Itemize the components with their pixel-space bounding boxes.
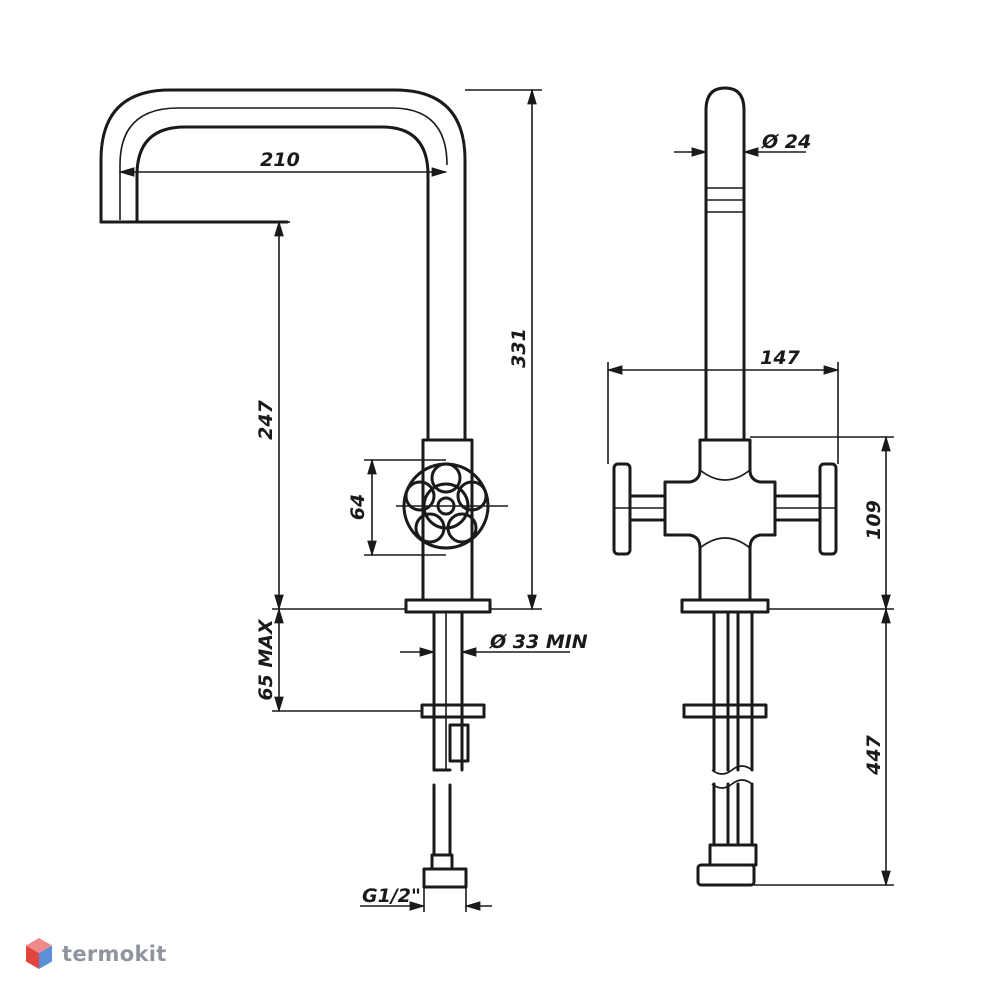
front-view: Ø 24 147 109 447 bbox=[606, 86, 894, 887]
mounting-shank bbox=[420, 610, 486, 772]
base-plate bbox=[404, 598, 492, 614]
dim-handle-span: 147 bbox=[760, 347, 800, 369]
front-shanks bbox=[682, 610, 768, 887]
spout-outline-inner bbox=[135, 125, 430, 442]
termokit-logo-icon bbox=[26, 938, 52, 969]
dim-tube-diameter: Ø 24 bbox=[761, 131, 811, 153]
termokit-logo: termokit bbox=[24, 936, 167, 972]
dim-reach: 210 bbox=[260, 149, 300, 171]
dim-hole-diameter: Ø 33 MIN bbox=[489, 631, 588, 653]
right-cross-handle bbox=[773, 462, 838, 556]
left-cross-handle bbox=[612, 462, 667, 556]
side-view: 210 331 247 64 65 MAX Ø 33 MIN G1/2" bbox=[99, 88, 588, 912]
dim-handle-diameter: 64 bbox=[347, 494, 369, 520]
spout-midline bbox=[119, 107, 448, 220]
hose-fitting bbox=[422, 783, 468, 889]
dim-body-height: 109 bbox=[863, 500, 885, 540]
dim-thread: G1/2" bbox=[362, 885, 421, 907]
front-base-plate bbox=[680, 598, 770, 614]
termokit-logo-text: termokit bbox=[62, 942, 167, 966]
mixer-body bbox=[663, 438, 777, 602]
dim-spout-height: 247 bbox=[255, 399, 277, 439]
dim-mount-thickness: 65 MAX bbox=[255, 618, 277, 701]
dim-hose-length: 447 bbox=[863, 734, 885, 775]
dim-height-total: 331 bbox=[508, 328, 530, 368]
spout-outline-outer bbox=[99, 88, 467, 442]
flower-handle bbox=[396, 462, 508, 550]
spout-tube bbox=[704, 86, 746, 442]
